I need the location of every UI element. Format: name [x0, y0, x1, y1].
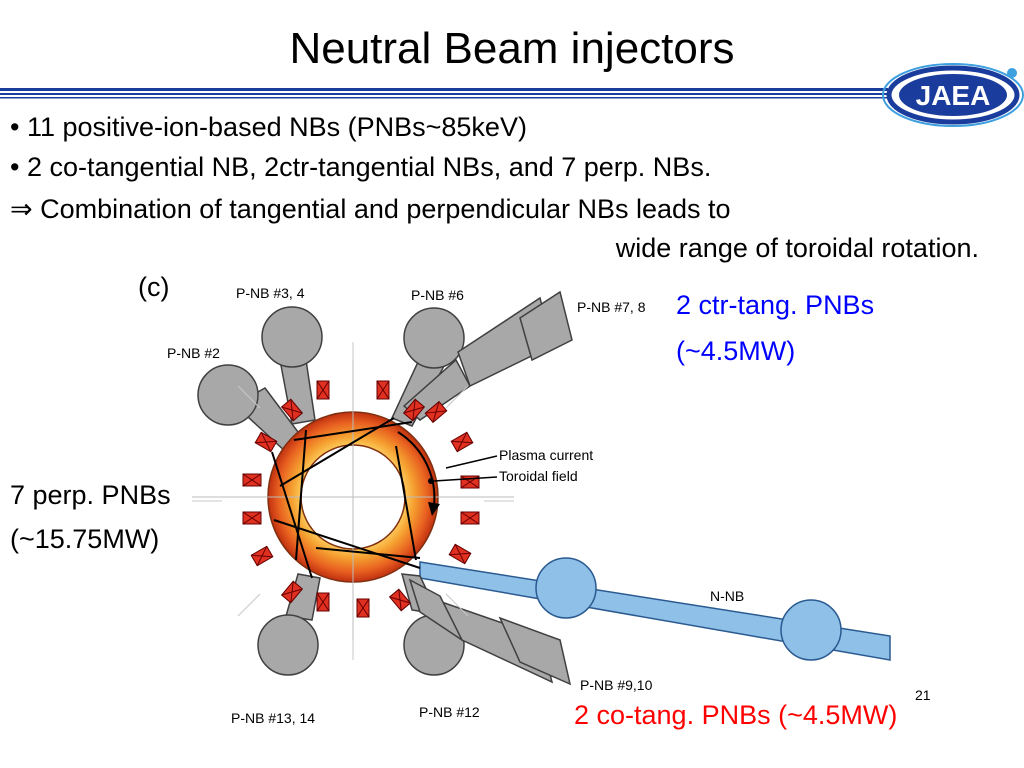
label-pnb-7-8: P-NB #7, 8 — [577, 299, 646, 315]
perp-pnbs-label: 7 perp. PNBs — [10, 480, 171, 510]
label-pnb-13-14: P-NB #13, 14 — [231, 710, 316, 726]
perp-pnbs-power: (~15.75MW) — [10, 524, 160, 554]
bullet-3: ⇒ Combination of tangential and perpendi… — [10, 194, 731, 224]
label-pnb-12: P-NB #12 — [419, 704, 480, 720]
ctr-tang-power: (~4.5MW) — [676, 336, 796, 366]
ctr-tang-label: 2 ctr-tang. PNBs — [676, 290, 875, 320]
co-tang-label: 2 co-tang. PNBs (~4.5MW) — [574, 700, 898, 730]
plasma-torus — [192, 360, 514, 640]
jaea-logo: JAEA — [882, 63, 1024, 127]
label-plasma-current: Plasma current — [499, 447, 594, 463]
label-nnb: N-NB — [710, 588, 745, 604]
plasma-current-arrow — [397, 431, 440, 516]
panel-label: (c) — [138, 272, 170, 302]
title-underline — [0, 88, 888, 99]
page-number: 21 — [915, 687, 931, 703]
annotation-leaders — [433, 455, 498, 482]
pnb-injectors — [197, 290, 573, 686]
slide-title: Neutral Beam injectors — [289, 24, 735, 73]
label-pnb-3-4: P-NB #3, 4 — [236, 285, 305, 301]
toroidal-field-coils — [242, 380, 480, 618]
bullet-2: • 2 co-tangential NB, 2ctr-tangential NB… — [10, 152, 712, 182]
label-pnb-6: P-NB #6 — [411, 287, 464, 303]
logo-text: JAEA — [916, 80, 991, 111]
bullet-3-continued: wide range of toroidal rotation. — [615, 233, 979, 263]
label-toroidal-field: Toroidal field — [499, 468, 578, 484]
beam-paths — [271, 417, 421, 579]
nnb-beamline — [419, 557, 891, 661]
label-pnb-9-10: P-NB #9,10 — [580, 677, 653, 693]
bullet-1: • 11 positive-ion-based NBs (PNBs~85keV) — [10, 112, 527, 142]
label-pnb-2: P-NB #2 — [167, 345, 220, 361]
